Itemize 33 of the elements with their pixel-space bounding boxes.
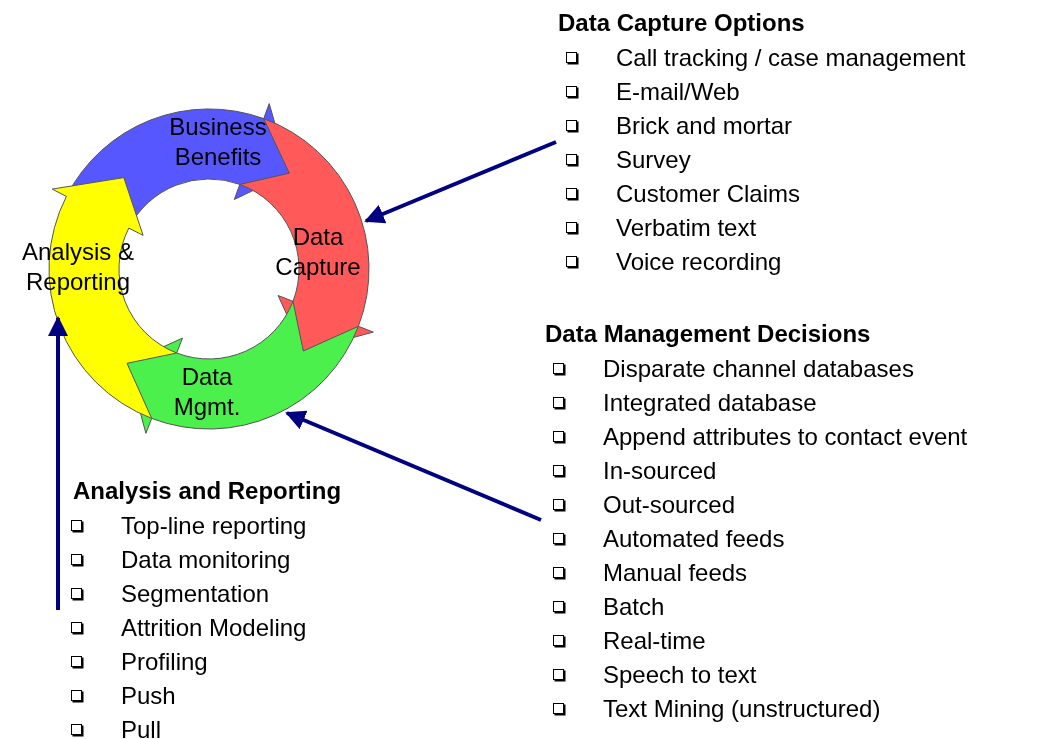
- list-item: Customer Claims: [616, 180, 801, 208]
- list-item: Automated feeds: [603, 525, 785, 553]
- list-item: Brick and mortar: [616, 112, 793, 140]
- list-heading: Data Capture Options: [558, 8, 805, 38]
- list-item: Integrated database: [603, 389, 817, 417]
- list-item: Profiling: [121, 648, 208, 676]
- arrow: [48, 316, 68, 610]
- list-item: Append attributes to contact event: [603, 423, 968, 451]
- list-item: Survey: [616, 146, 691, 174]
- list-item: Push: [121, 682, 176, 710]
- list-heading: Analysis and Reporting: [73, 476, 342, 506]
- list-item: Pull: [121, 716, 162, 739]
- list-item: Real-time: [603, 627, 706, 655]
- list-item: Manual feeds: [603, 559, 748, 587]
- list-item: Data monitoring: [121, 546, 291, 574]
- list-item: Top-line reporting: [121, 512, 307, 540]
- list-item: Voice recording: [616, 248, 782, 276]
- list-item: Call tracking / case management: [616, 44, 966, 72]
- arrow: [364, 140, 557, 224]
- list-item: Speech to text: [603, 661, 757, 689]
- list-item: Verbatim text: [616, 214, 757, 242]
- list-item: E-mail/Web: [616, 78, 740, 106]
- list-item: Out-sourced: [603, 491, 736, 519]
- segment-label: Business Benefits: [168, 112, 268, 172]
- list-item: Segmentation: [121, 580, 270, 608]
- list-item: Disparate channel databases: [603, 355, 914, 383]
- list-item: Batch: [603, 593, 665, 621]
- segment-label: Data Mgmt.: [172, 362, 242, 422]
- list-item: Attrition Modeling: [121, 614, 307, 642]
- list-heading: Data Management Decisions: [545, 319, 871, 349]
- list-item: In-sourced: [603, 457, 717, 485]
- arrow: [285, 410, 542, 522]
- list-item: Text Mining (unstructured): [603, 695, 881, 723]
